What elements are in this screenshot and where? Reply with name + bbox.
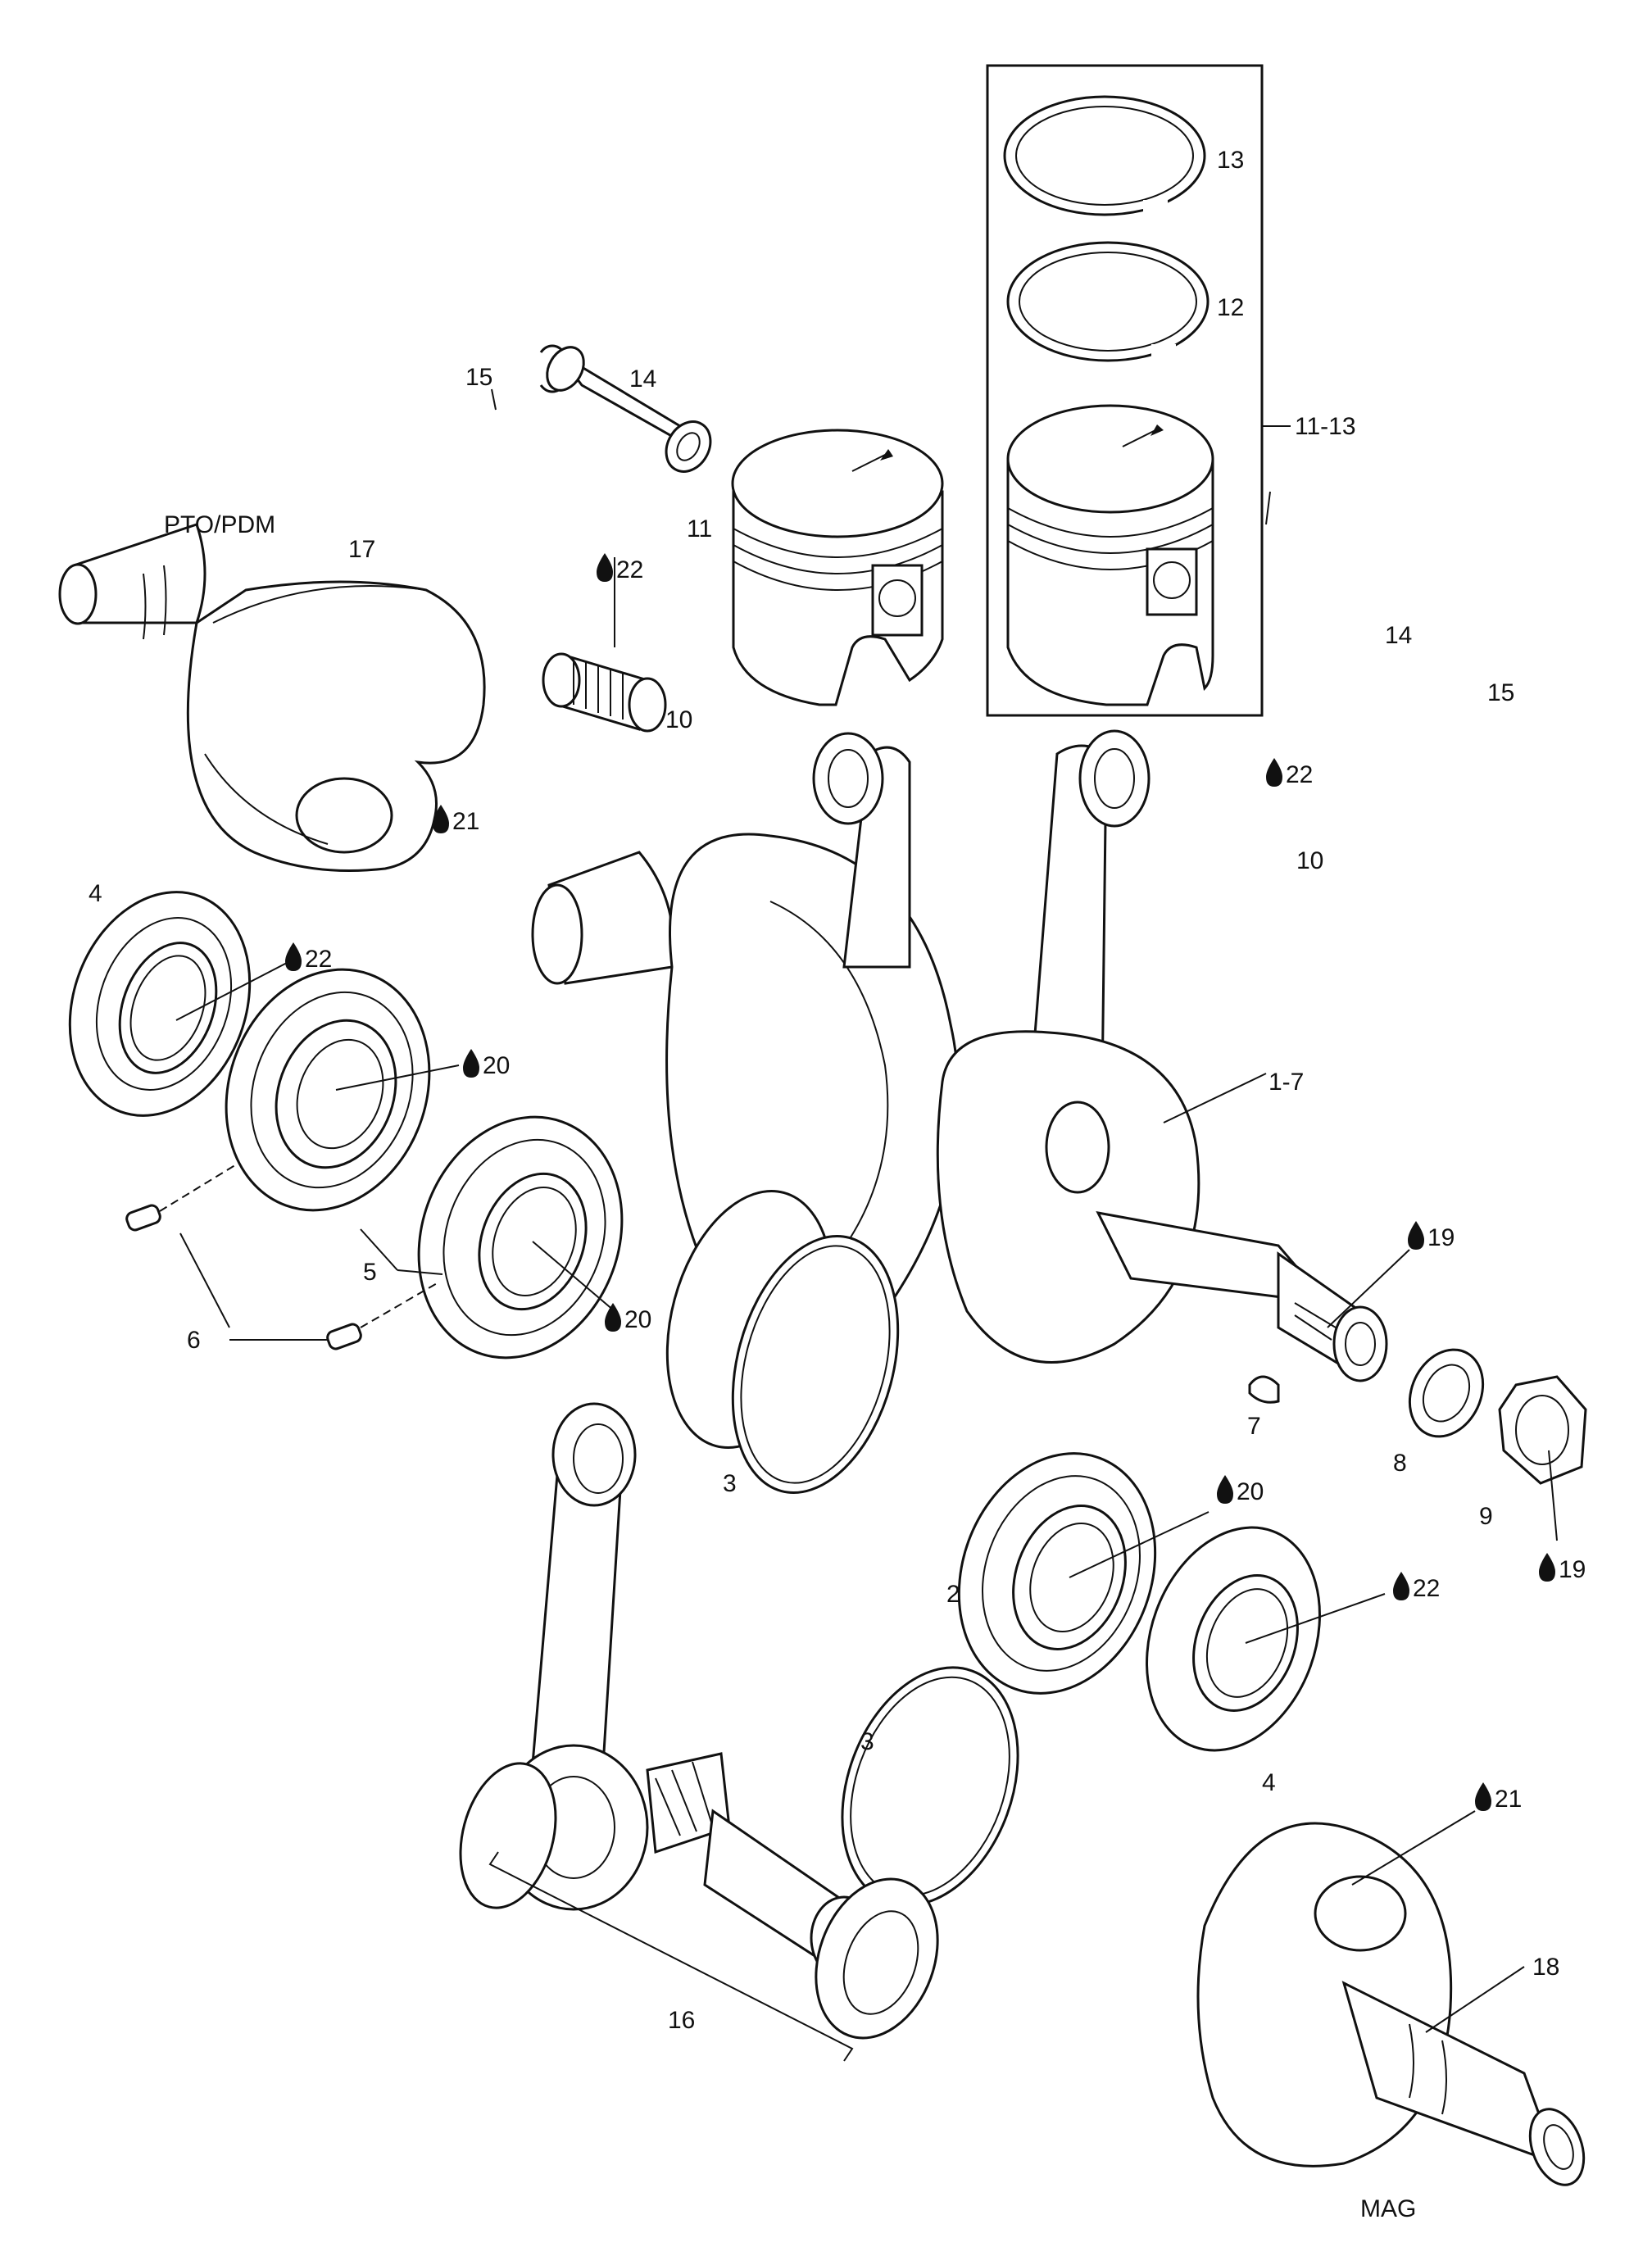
callout-12: 12 bbox=[1217, 294, 1244, 321]
callout-21-mag: 21 bbox=[1475, 1782, 1522, 1813]
svg-text:20: 20 bbox=[483, 1052, 510, 1079]
piston-ring-13 bbox=[1003, 95, 1206, 218]
callout-10-right: 10 bbox=[1296, 847, 1323, 874]
callout-3-upper: 3 bbox=[723, 1470, 737, 1497]
callout-16: 16 bbox=[668, 2007, 695, 2034]
leader-15-14 bbox=[491, 388, 497, 411]
callout-10-left: 10 bbox=[665, 706, 692, 733]
lube-drop-icon bbox=[605, 1303, 621, 1332]
leader-19a bbox=[1327, 1249, 1410, 1328]
svg-text:22: 22 bbox=[1413, 1575, 1440, 1602]
ball-bearing-5 bbox=[225, 968, 431, 1212]
leader-5 bbox=[360, 1228, 443, 1275]
svg-text:22: 22 bbox=[616, 556, 643, 583]
piston-kit-frame bbox=[986, 64, 1264, 717]
svg-text:21: 21 bbox=[1495, 1786, 1522, 1813]
connecting-rod-kit-16 bbox=[459, 1402, 939, 2040]
piston-kit-illustration bbox=[1006, 404, 1214, 706]
lube-drop-icon bbox=[1408, 1221, 1424, 1250]
crank-half-17-pto bbox=[58, 523, 486, 872]
leader-21b bbox=[1351, 1810, 1476, 1886]
o-ring-3-upper bbox=[665, 1190, 900, 1494]
svg-text:22: 22 bbox=[1286, 761, 1313, 788]
callout-6: 6 bbox=[187, 1327, 201, 1354]
callout-22-seal-right: 22 bbox=[1393, 1572, 1440, 1602]
svg-text:20: 20 bbox=[1237, 1478, 1264, 1505]
callout-1-7: 1-7 bbox=[1268, 1069, 1304, 1096]
callout-13: 13 bbox=[1217, 147, 1244, 174]
callout-18: 18 bbox=[1532, 1954, 1559, 1981]
woodruff-key-7 bbox=[1248, 1375, 1280, 1404]
lube-drop-icon bbox=[1266, 758, 1282, 787]
oil-seal-4-left bbox=[68, 891, 252, 1117]
callout-4-left: 4 bbox=[88, 880, 102, 907]
leader-1-7 bbox=[1163, 1073, 1267, 1123]
callout-2: 2 bbox=[946, 1581, 960, 1608]
svg-text:22: 22 bbox=[305, 946, 332, 973]
callout-15-left: 15 bbox=[465, 364, 492, 391]
piston-pin-14-left bbox=[546, 346, 712, 473]
callout-17: 17 bbox=[348, 536, 375, 563]
lube-drop-icon bbox=[285, 942, 302, 971]
svg-text:20: 20 bbox=[624, 1306, 651, 1333]
callout-20-bearing-left: 20 bbox=[463, 1049, 510, 1079]
callout-22-needle-left: 22 bbox=[597, 553, 643, 583]
leader-20b bbox=[532, 1241, 615, 1312]
oil-seal-4-right bbox=[1146, 1526, 1321, 1752]
leader-20a bbox=[335, 1064, 460, 1091]
leader-19b bbox=[1548, 1450, 1558, 1541]
lube-drop-icon bbox=[1217, 1475, 1233, 1504]
piston-ring-12 bbox=[1006, 241, 1210, 362]
callout-20-bearing-2: 20 bbox=[1217, 1475, 1264, 1505]
callout-21-pto: 21 bbox=[433, 805, 479, 835]
lube-drop-icon bbox=[1539, 1553, 1555, 1582]
callout-3-lower: 3 bbox=[860, 1728, 874, 1755]
leader-22d bbox=[1245, 1593, 1386, 1644]
side-label-pto: PTO/PDM bbox=[164, 511, 275, 538]
leader-6 bbox=[179, 1232, 328, 1341]
callout-4-right: 4 bbox=[1262, 1769, 1276, 1796]
callout-15-right: 15 bbox=[1487, 679, 1514, 706]
callout-22-needle-right: 22 bbox=[1266, 758, 1313, 788]
dowel-pins-6 bbox=[125, 1163, 439, 1350]
leader-22c bbox=[175, 962, 288, 1021]
leader-10b bbox=[1265, 491, 1271, 525]
piston-11 bbox=[731, 429, 944, 706]
leader-18 bbox=[1425, 1966, 1525, 2033]
lock-washer-8 bbox=[1408, 1348, 1485, 1438]
callout-9: 9 bbox=[1479, 1503, 1493, 1530]
callout-20-bearing-second: 20 bbox=[605, 1303, 651, 1333]
lube-drop-icon bbox=[597, 553, 613, 582]
bracket-16 bbox=[488, 1851, 854, 2062]
nut-9 bbox=[1498, 1375, 1587, 1485]
callout-5: 5 bbox=[363, 1259, 377, 1286]
svg-text:19: 19 bbox=[1427, 1224, 1455, 1251]
side-label-mag: MAG bbox=[1360, 2195, 1416, 2222]
callout-22-seal-left: 22 bbox=[285, 942, 332, 973]
callout-11: 11 bbox=[687, 515, 712, 542]
lube-drop-icon bbox=[1393, 1572, 1409, 1600]
callout-14-left: 14 bbox=[629, 365, 656, 393]
needle-bearing-10-left bbox=[542, 652, 667, 733]
leader-20c bbox=[1069, 1511, 1210, 1578]
svg-text:19: 19 bbox=[1559, 1556, 1586, 1583]
callout-14-right: 14 bbox=[1385, 622, 1412, 649]
callout-8: 8 bbox=[1393, 1450, 1407, 1477]
lube-drop-icon bbox=[463, 1049, 479, 1078]
callout-19-nut: 19 bbox=[1539, 1553, 1586, 1583]
svg-text:21: 21 bbox=[452, 808, 479, 835]
callout-19-shaft: 19 bbox=[1408, 1221, 1455, 1251]
callout-11-13: 11-13 bbox=[1295, 413, 1356, 440]
lube-drop-icon bbox=[433, 805, 449, 833]
crank-half-18-mag bbox=[1196, 1822, 1586, 2186]
callout-7: 7 bbox=[1247, 1413, 1261, 1440]
lube-drop-icon bbox=[1475, 1782, 1491, 1811]
